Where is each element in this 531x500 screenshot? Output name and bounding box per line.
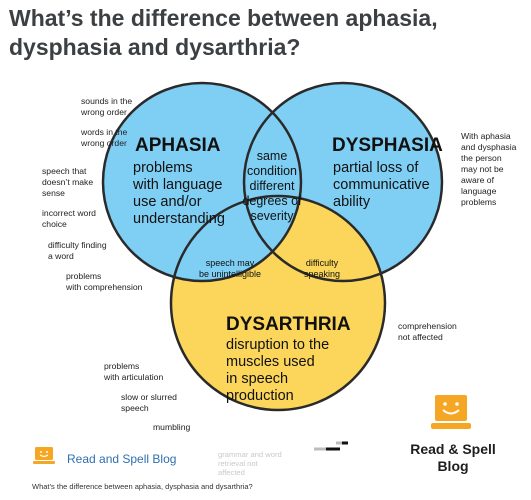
image-caption: What’s the difference between aphasia, d… xyxy=(32,482,253,491)
note-speech-no-sense: speech that doesn’t make sense xyxy=(42,166,94,198)
note-problems-articulation: problems with articulation xyxy=(104,361,164,382)
laptop-logo-icon xyxy=(33,447,55,464)
note-words-wrong-order: words in the wrong order xyxy=(81,127,128,148)
dysarthria-description: disruption to the muscles used in speech… xyxy=(226,337,330,404)
note-incorrect-word-choice: incorrect word choice xyxy=(42,208,96,229)
footer-brand-link[interactable]: Read and Spell Blog xyxy=(67,452,177,466)
faded-note: grammar and word retrieval not affected xyxy=(218,450,282,477)
big-brand-text: Read & Spell Blog xyxy=(410,441,496,474)
dysphasia-dysarthria-overlap-text: difficulty speaking xyxy=(303,258,341,279)
note-comprehension-not-affected: comprehension not affected xyxy=(398,321,457,342)
aphasia-description: problems with language use and/or unders… xyxy=(133,160,225,227)
laptop-smile-icon xyxy=(431,395,471,429)
faded-arrow-decoration xyxy=(314,441,348,451)
aphasia-dysarthria-overlap xyxy=(171,196,301,281)
note-difficulty-finding-word: difficulty finding a word xyxy=(48,240,107,261)
dysarthria-heading: DYSARTHRIA xyxy=(226,314,351,335)
dysphasia-heading: DYSPHASIA xyxy=(332,135,443,156)
note-problems-comprehension: problems with comprehension xyxy=(66,271,143,292)
dysphasia-description: partial loss of communicative ability xyxy=(333,160,430,210)
center-overlap-text: same condition different degrees of seve… xyxy=(242,149,302,223)
aphasia-heading: APHASIA xyxy=(135,135,221,156)
note-awareness: With aphasia and dysphasia the person ma… xyxy=(461,131,517,207)
note-mumbling: mumbling xyxy=(153,422,191,432)
page-title: What’s the difference between aphasia, d… xyxy=(9,5,438,60)
note-sounds-wrong-order: sounds in the wrong order xyxy=(81,96,133,117)
note-slow-slurred-speech: slow or slurred speech xyxy=(121,392,177,413)
aphasia-dysarthria-overlap-text: speech may be unintelligible xyxy=(198,258,262,279)
